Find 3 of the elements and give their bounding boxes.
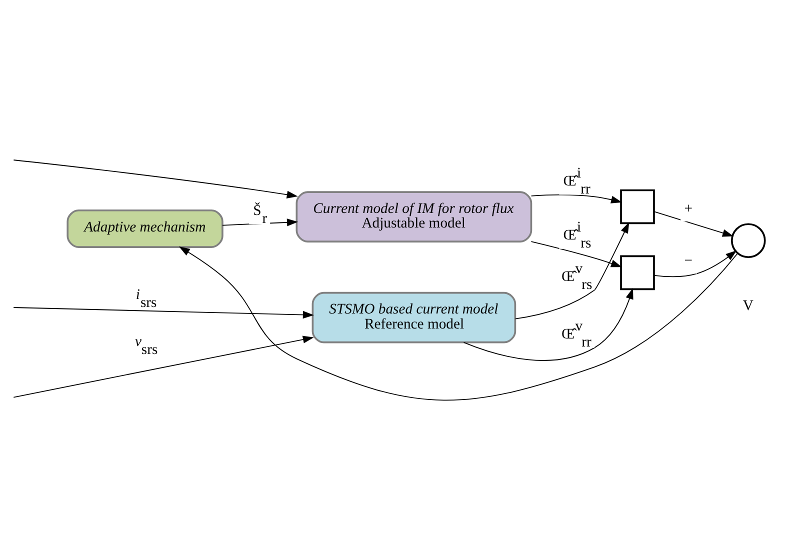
edge-label: + <box>684 200 692 217</box>
node-label: V <box>742 298 754 314</box>
edge-label: − <box>684 253 692 270</box>
